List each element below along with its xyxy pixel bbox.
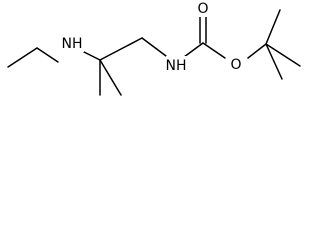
bond-nh-carbonyl-c xyxy=(183,42,204,58)
bond-tbutyl-methyl-down xyxy=(265,43,283,80)
bond-quaternary-ch2 xyxy=(99,37,143,61)
bond-ch2-nh xyxy=(141,37,167,57)
bond-tbutyl-methyl-up xyxy=(265,9,281,45)
amine-nh-label: NH xyxy=(62,36,83,52)
bond-nh-quaternary-c xyxy=(83,51,101,61)
carbamate-nh-label: NH xyxy=(166,58,187,74)
bonds xyxy=(7,9,301,96)
bond-ester-o-tbutyl xyxy=(247,43,267,59)
carbonyl-oxygen-label: O xyxy=(197,1,208,17)
bond-carbonyl-ester-o xyxy=(202,42,226,59)
bond-ethyl-ch2-nh xyxy=(36,47,59,63)
bond-quaternary-methyl-right xyxy=(99,59,122,96)
atom-labels: NH NH O O xyxy=(62,1,243,74)
ester-oxygen-label: O xyxy=(230,57,241,73)
bond-ethyl-ch3-ch2 xyxy=(7,47,38,68)
bond-tbutyl-methyl-right xyxy=(265,43,301,67)
chemical-structure-diagram: NH NH O O xyxy=(7,1,301,96)
